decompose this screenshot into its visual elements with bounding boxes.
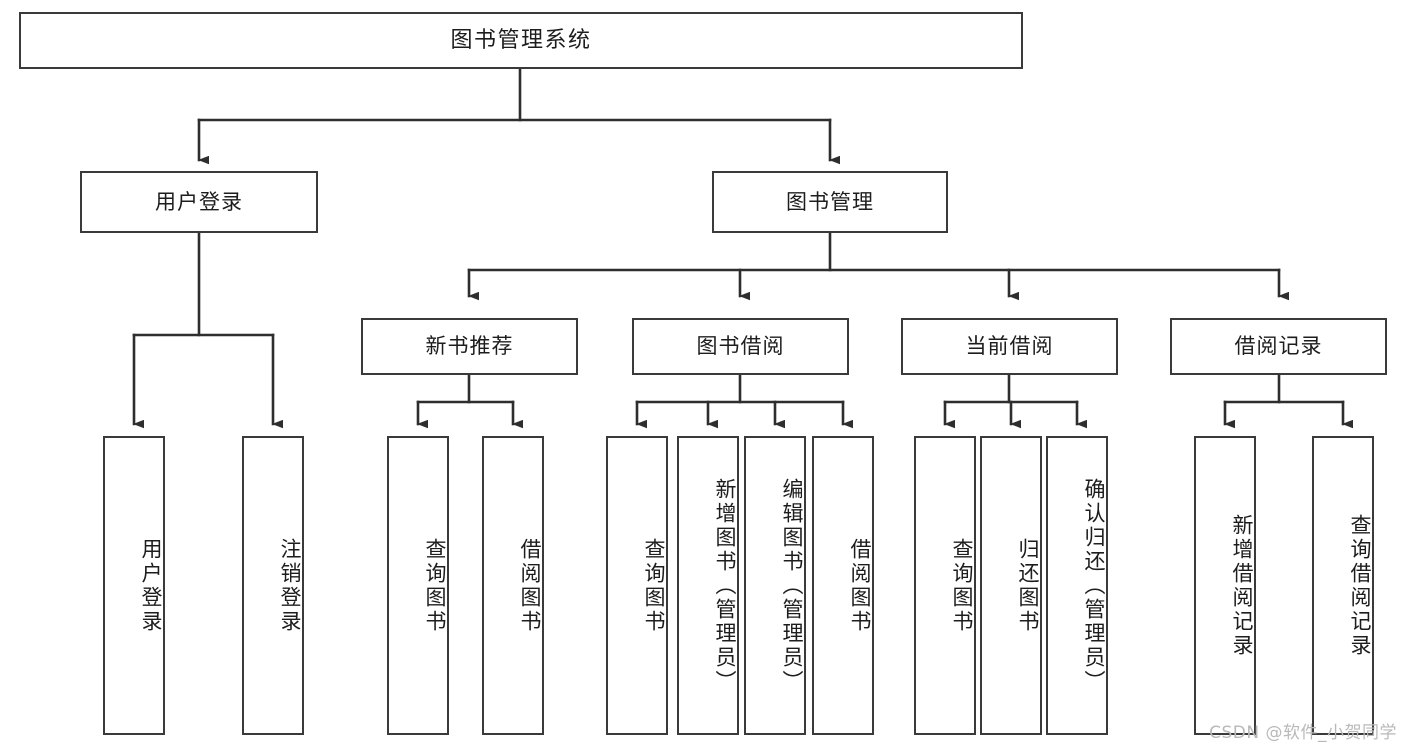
leaf-new-book-query[interactable]: 查询图书 (387, 436, 449, 735)
node-new-book-recommend[interactable]: 新书推荐 (361, 318, 578, 375)
node-current-borrow[interactable]: 当前借阅 (901, 318, 1118, 375)
leaf-user-login-login[interactable]: 用户登录 (103, 436, 165, 735)
leaf-label: 查询图书 (950, 537, 974, 634)
leaf-label: 查询借阅记录 (1348, 513, 1372, 658)
leaf-label: 新增借阅记录 (1230, 513, 1254, 658)
leaf-current-borrow-confirm-return[interactable]: 确认归还（管理员） (1046, 436, 1108, 735)
watermark: CSDN @软件_小贺同学 (1209, 723, 1397, 743)
leaf-label: 归还图书 (1016, 537, 1040, 634)
leaf-book-borrow-edit[interactable]: 编辑图书（管理员） (744, 436, 806, 735)
leaf-label: 编辑图书（管理员） (780, 477, 804, 694)
leaf-current-borrow-return[interactable]: 归还图书 (980, 436, 1042, 735)
leaf-label: 用户登录 (139, 537, 163, 634)
node-user-login[interactable]: 用户登录 (80, 171, 318, 233)
leaf-label: 新增图书（管理员） (713, 477, 737, 694)
leaf-current-borrow-query[interactable]: 查询图书 (914, 436, 976, 735)
leaf-label: 确认归还（管理员） (1082, 477, 1106, 694)
leaf-label: 查询图书 (642, 537, 666, 634)
leaf-label: 借阅图书 (848, 537, 872, 634)
node-book-borrow[interactable]: 图书借阅 (632, 318, 849, 375)
leaf-user-login-logout[interactable]: 注销登录 (242, 436, 304, 735)
leaf-borrow-record-add[interactable]: 新增借阅记录 (1194, 436, 1256, 735)
node-root-system[interactable]: 图书管理系统 (19, 12, 1023, 69)
leaf-borrow-record-query[interactable]: 查询借阅记录 (1312, 436, 1374, 735)
node-book-management[interactable]: 图书管理 (712, 171, 948, 233)
leaf-book-borrow-query[interactable]: 查询图书 (606, 436, 668, 735)
leaf-label: 注销登录 (278, 537, 302, 634)
leaf-book-borrow-borrow[interactable]: 借阅图书 (812, 436, 874, 735)
leaf-book-borrow-add[interactable]: 新增图书（管理员） (677, 436, 739, 735)
leaf-label: 借阅图书 (518, 537, 542, 634)
node-borrow-record[interactable]: 借阅记录 (1170, 318, 1387, 375)
leaf-label: 查询图书 (423, 537, 447, 634)
leaf-new-book-borrow[interactable]: 借阅图书 (482, 436, 544, 735)
